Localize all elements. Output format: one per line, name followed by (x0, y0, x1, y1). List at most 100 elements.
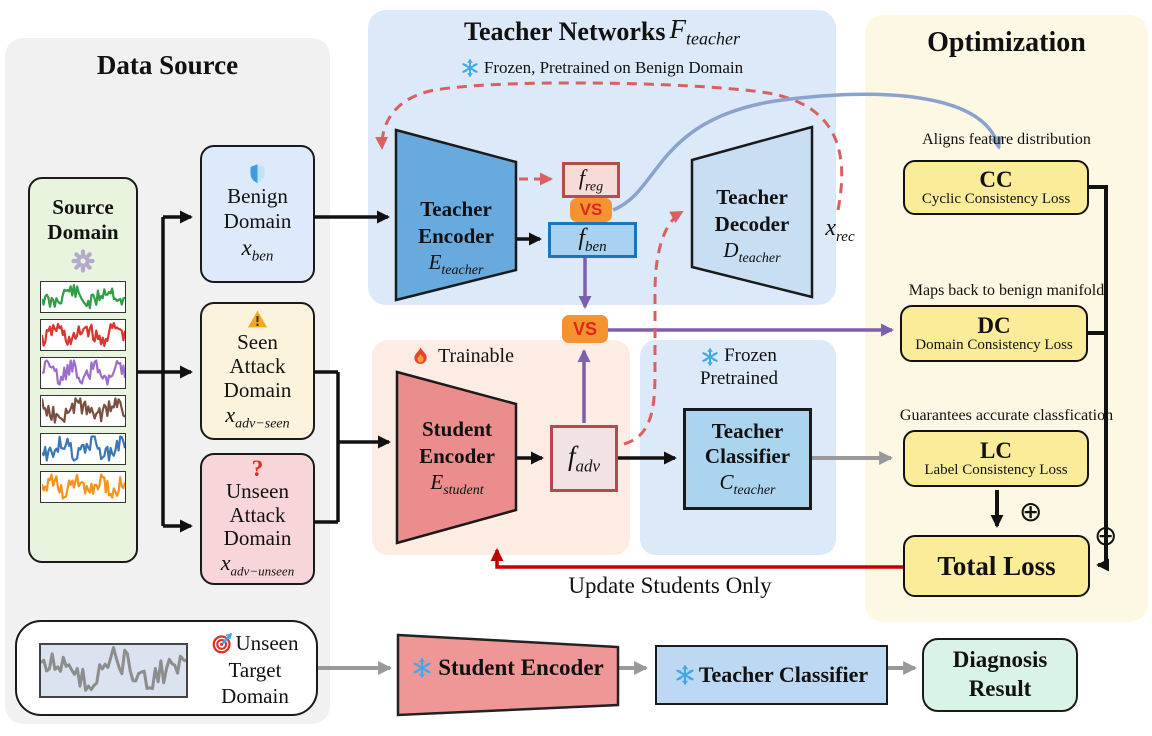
bottom-student-encoder-shape (396, 633, 620, 717)
student-encoder-shape (395, 370, 518, 545)
unseen-attack-domain-box: ? Unseen Attack Domain xadv−unseen (200, 453, 315, 585)
dashed-xrec-encoder-loop (375, 81, 844, 211)
seen-label-1: Seen (237, 330, 278, 355)
cc-loss-box: CC Cyclic Consistency Loss (903, 160, 1089, 215)
arrow-totalloss-update-student (490, 548, 903, 569)
cc-note: Aligns feature distribution (922, 131, 1091, 148)
shield-icon (247, 163, 268, 184)
teacher-decoder-line1: Teacher (716, 185, 788, 210)
snowflake-icon (675, 665, 695, 685)
math-x-ben: xben (241, 234, 274, 265)
f-ben-box: fben (548, 222, 637, 258)
target-signal-image (39, 643, 188, 698)
lc-loss-box: LC Label Consistency Loss (903, 430, 1089, 487)
math-F-teacher: Fteacher (669, 14, 740, 49)
math-E-teacher: Eteacher (428, 249, 484, 279)
diagnosis-line1: Diagnosis (952, 647, 1048, 673)
bottom-student-encoder-label: Student Encoder (398, 650, 618, 686)
unseen-label-1: Unseen (226, 479, 289, 504)
bottom-teacher-classifier-box: Teacher Classifier (655, 645, 888, 705)
dc-abbr: DC (977, 312, 1011, 338)
teacher-networks-title: Teacher Networks Fteacher (368, 14, 836, 50)
signal-strip (40, 319, 126, 352)
teacher-encoder-line2: Encoder (418, 223, 494, 248)
total-loss-box: Total Loss (903, 535, 1090, 597)
math-D-teacher: Dteacher (723, 237, 781, 267)
teacher-classifier-box: Teacher Classifier Cteacher (683, 408, 812, 510)
source-domain-label-1: Source (52, 195, 114, 219)
benign-domain-box: Benign Domain xben (200, 145, 315, 283)
x-rec-label: xrec (825, 214, 855, 245)
frozen-pretrained-badge: Frozen Pretrained (655, 344, 823, 392)
unseen-target-box: Unseen Target Domain (15, 620, 318, 716)
rail-cc-dc-total (1087, 185, 1110, 572)
lc-note: Guarantees accurate classfication (899, 407, 1114, 424)
target-label-1: Unseen (235, 630, 299, 655)
teacher-networks-subtitle: Frozen, Pretrained on Benign Domain (368, 56, 836, 80)
target-icon (212, 633, 233, 654)
f-adv-box: fadv (550, 425, 618, 492)
bracket-attack-merge (315, 370, 340, 524)
benign-label-1: Benign (227, 183, 288, 208)
teacher-encoder-shape (394, 128, 518, 302)
flame-icon (410, 346, 431, 367)
curve-vs-cc (612, 92, 1003, 212)
math-x-adv-seen: xadv−seen (225, 402, 290, 432)
lc-name: Label Consistency Loss (924, 461, 1068, 478)
unseen-label-2: Attack (229, 502, 286, 527)
seen-attack-domain-box: Seen Attack Domain xadv−seen (200, 302, 315, 440)
signal-strip (40, 433, 126, 466)
warning-icon (247, 309, 268, 330)
student-encoder-label: Student Encoder Estudent (397, 408, 517, 508)
signal-strip (40, 357, 126, 390)
dc-loss-box: DC Domain Consistency Loss (900, 305, 1088, 362)
question-icon: ? (251, 456, 264, 482)
pretrained-label: Pretrained (699, 368, 779, 389)
snowflake-icon (412, 658, 432, 678)
dc-note: Maps back to benign manifold (908, 282, 1105, 299)
teacher-title-text: Teacher Networks (464, 17, 666, 46)
unseen-label-3: Domain (223, 526, 292, 551)
target-label-3: Domain (221, 684, 289, 709)
optimization-title: Optimization (927, 27, 1086, 58)
cc-abbr: CC (979, 166, 1013, 192)
snowflake-icon (701, 348, 719, 366)
circled-plus-icon: ⊕ (1019, 495, 1043, 528)
update-students-label: Update Students Only (568, 573, 772, 598)
teacher-encoder-label: Teacher Encoder Eteacher (396, 182, 516, 294)
seen-label-2: Attack (229, 354, 286, 379)
dashed-fadv-decoder (623, 210, 684, 446)
f-reg-box: freg (562, 162, 620, 198)
math-E-student: Estudent (430, 469, 484, 499)
signal-strip (40, 395, 126, 428)
seen-label-3: Domain (223, 378, 292, 403)
teacher-classifier-line2: Classifier (704, 444, 791, 469)
vs-badge-mid: VS (562, 315, 608, 343)
snowflake-icon (461, 59, 479, 77)
diagnosis-line2: Result (968, 676, 1032, 701)
teacher-decoder-line2: Decoder (714, 211, 790, 236)
math-x-adv-unseen: xadv−unseen (220, 549, 295, 579)
student-encoder-line2: Encoder (419, 443, 495, 468)
teacher-encoder-line1: Teacher (420, 197, 492, 222)
trainable-label: Trainable (438, 344, 514, 367)
lc-abbr: LC (980, 437, 1012, 463)
benign-label-2: Domain (223, 208, 292, 233)
teacher-subtitle-text: Frozen, Pretrained on Benign Domain (483, 58, 744, 77)
trainable-badge: Trainable (392, 343, 532, 369)
gear-icon (71, 249, 95, 273)
circled-plus-icon: ⊕ (1094, 519, 1118, 552)
student-encoder-line1: Student (421, 417, 493, 442)
teacher-decoder-label: Teacher Decoder Dteacher (692, 172, 812, 280)
target-label-2: Target (228, 657, 282, 682)
teacher-classifier-line1: Teacher (711, 418, 784, 443)
diagnosis-result-box: Diagnosis Result (922, 638, 1078, 712)
cc-name: Cyclic Consistency Loss (921, 190, 1071, 207)
signal-strip (40, 281, 126, 314)
teacher-decoder-shape (690, 125, 814, 299)
dc-name: Domain Consistency Loss (915, 336, 1073, 353)
source-domain-box: Source Domain (28, 177, 138, 563)
